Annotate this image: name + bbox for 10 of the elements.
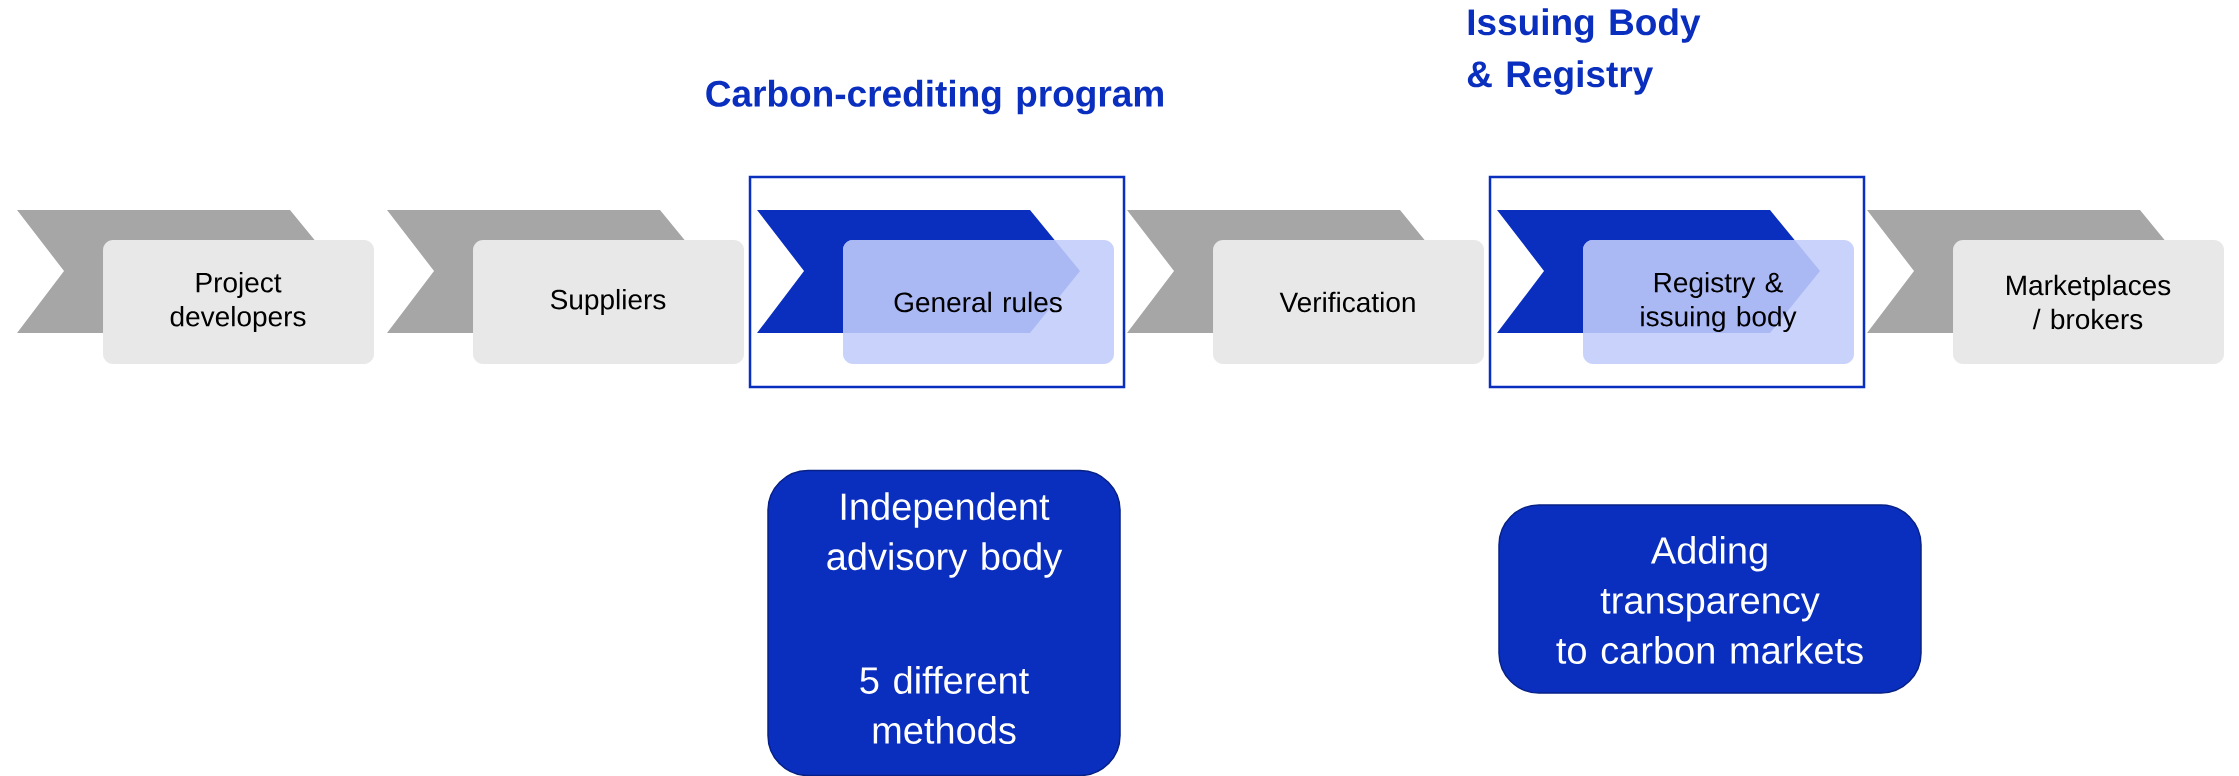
node-label: Carbon-crediting program bbox=[706, 79, 1163, 115]
node-label: Issuing Body & Registry bbox=[1467, 8, 1701, 95]
info-box: Adding transparency to carbon markets bbox=[1498, 504, 1922, 694]
process-step: Verification bbox=[1127, 210, 1484, 364]
info-box: Independent advisory body 5 different methods bbox=[767, 469, 1121, 776]
process-step: Marketplaces / brokers bbox=[1867, 210, 2224, 364]
process-step: Registry & issuing body bbox=[1497, 210, 1854, 364]
process-step: Project developers bbox=[17, 210, 374, 364]
process-step: Suppliers bbox=[387, 210, 744, 364]
process-step: General rules bbox=[757, 210, 1114, 364]
